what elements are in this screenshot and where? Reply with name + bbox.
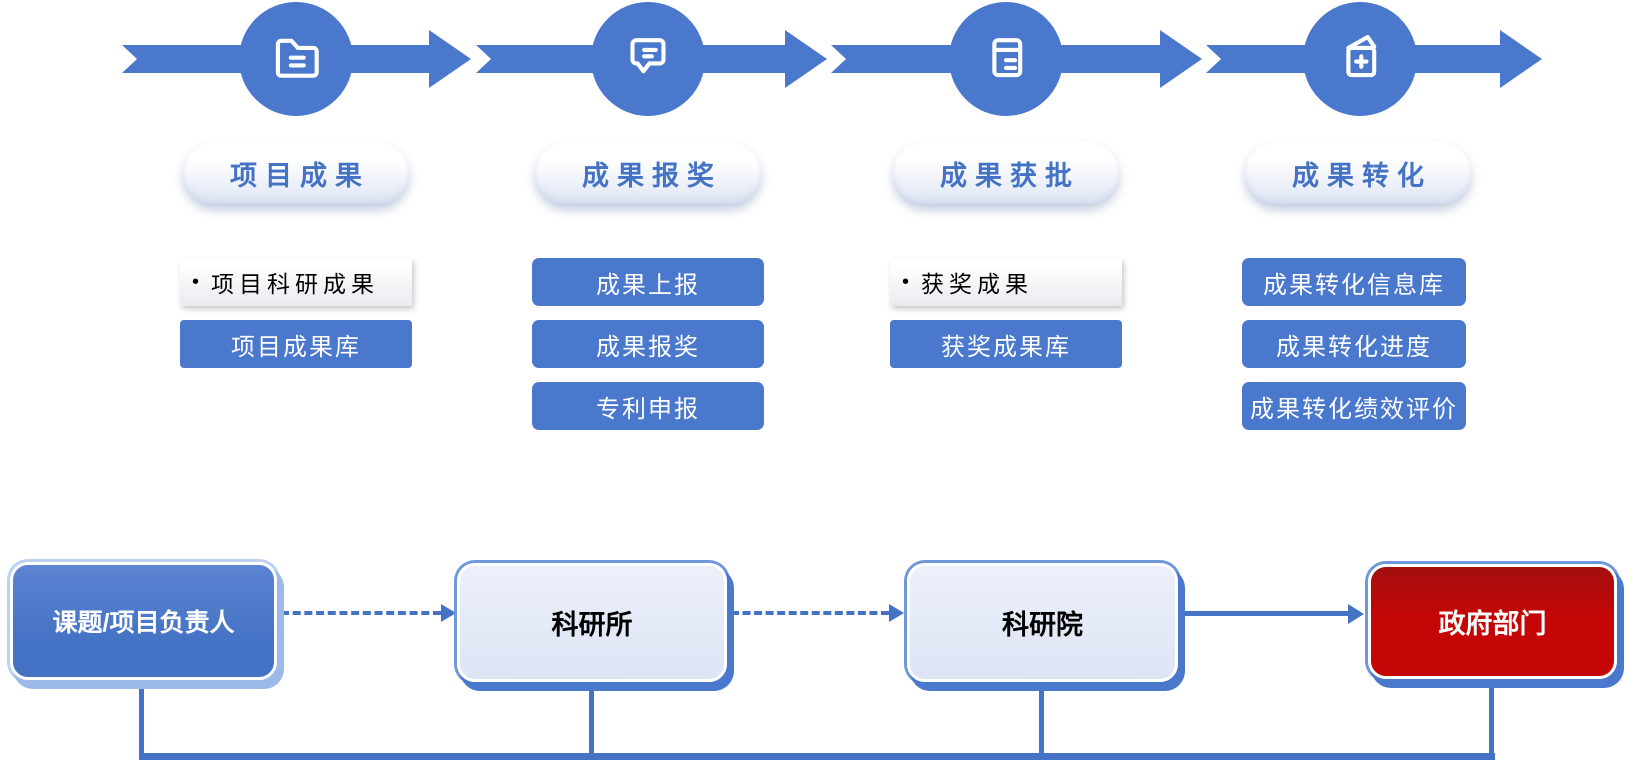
stage-2-item-2: 成果报奖 [532,320,764,368]
stage-2-circle [591,2,705,116]
stage-3-item-1: • 获奖成果 [890,258,1122,306]
actor-government-department: 政府部门 [1368,564,1617,679]
stage-2-item-1: 成果上报 [532,258,764,306]
stage-2-title-label: 成果报奖 [582,160,722,191]
stage-1-item-1-label: 项目科研成果 [211,271,380,297]
stage-4-title: 成果转化 [1245,142,1471,204]
stage-1-item-2: 项目成果库 [180,320,412,368]
stage-2-item-1-label: 成果上报 [596,271,700,299]
actor-research-institute-label: 科研所 [551,610,633,640]
stage-4-circle [1303,2,1417,116]
stage-1-circle [239,2,353,116]
rise-line-actor-4 [1489,684,1494,757]
stage-2-title: 成果报奖 [535,142,761,204]
card-plus-icon [1329,26,1391,93]
stage-1-title-label: 项目成果 [230,160,370,191]
stage-3-item-2-label: 获奖成果库 [941,333,1071,361]
stage-3-item-2: 获奖成果库 [890,320,1122,368]
stage-4-item-1-label: 成果转化信息库 [1263,271,1445,299]
stage-4-item-3-label: 成果转化绩效评价 [1250,395,1458,423]
actor-project-leader-label: 课题/项目负责人 [52,609,235,637]
notebook-icon [975,26,1037,93]
comment-icon [617,26,679,93]
actor-research-academy-label: 科研院 [1002,610,1083,640]
drop-line-actor-3 [1039,682,1044,757]
stage-1-item-1: • 项目科研成果 [180,258,412,306]
bullet-marker: • [902,270,910,293]
actor-government-department-label: 政府部门 [1438,609,1547,639]
stage-1-title: 项目成果 [183,142,409,204]
stage-3-title-label: 成果获批 [940,160,1080,191]
stage-2-item-3: 专利申报 [532,382,764,430]
dashed-connector-1-arrowhead [441,604,456,622]
stage-3-title: 成果获批 [893,142,1119,204]
actor-research-academy: 科研院 [907,563,1178,682]
stage-3-item-1-label: 获奖成果 [921,271,1034,297]
stage-4-item-3: 成果转化绩效评价 [1242,382,1466,430]
dashed-connector-1 [281,611,441,615]
stage-1-item-2-label: 项目成果库 [231,333,361,361]
stage-3-circle [949,2,1063,116]
solid-connector-3 [1178,611,1348,616]
stage-4-item-1: 成果转化信息库 [1242,258,1466,306]
stage-4-item-2: 成果转化进度 [1242,320,1466,368]
dashed-connector-2-arrowhead [889,604,904,622]
stage-2-item-2-label: 成果报奖 [596,333,700,361]
dashed-connector-2 [731,611,889,615]
drop-line-actor-2 [589,682,594,757]
folder-icon [265,26,327,93]
bullet-marker: • [192,270,200,293]
stage-4-item-2-label: 成果转化进度 [1276,333,1432,361]
actor-research-institute: 科研所 [457,563,727,682]
stage-4-title-label: 成果转化 [1292,160,1432,191]
actor-project-leader: 课题/项目负责人 [10,562,277,680]
bottom-bus-line [139,753,1495,760]
stage-2-item-3-label: 专利申报 [596,395,700,423]
solid-connector-3-arrowhead [1348,604,1364,624]
drop-line-actor-1 [139,680,144,757]
